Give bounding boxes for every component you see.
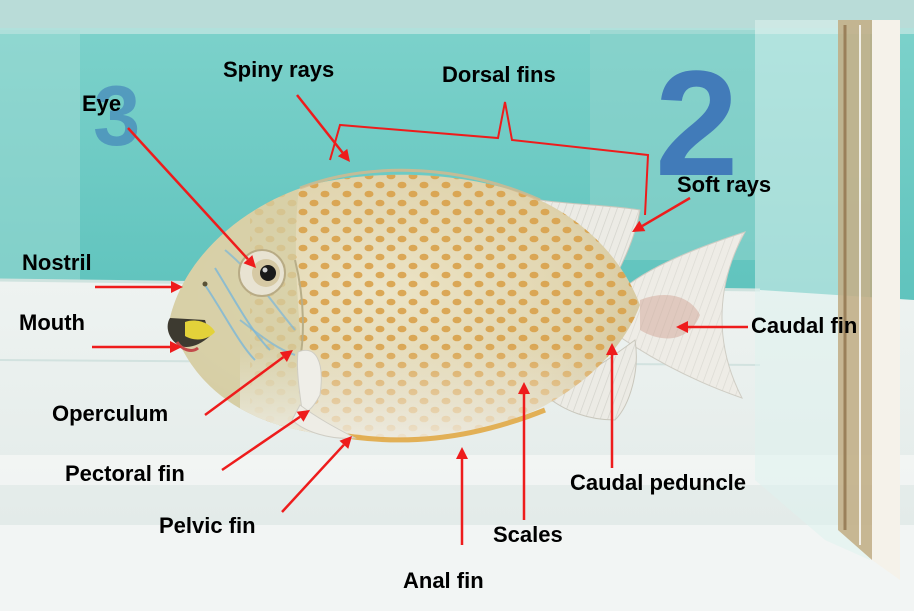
- label-soft-rays: Soft rays: [677, 174, 771, 196]
- label-pectoral-fin: Pectoral fin: [65, 463, 185, 485]
- label-mouth: Mouth: [19, 312, 85, 334]
- label-spiny-rays: Spiny rays: [223, 59, 334, 81]
- label-caudal-fin: Caudal fin: [751, 315, 857, 337]
- label-eye: Eye: [82, 93, 121, 115]
- label-caudal-peduncle: Caudal peduncle: [570, 472, 746, 494]
- label-operculum: Operculum: [52, 403, 168, 425]
- tank-number-3: 3: [93, 69, 140, 164]
- label-dorsal-fins: Dorsal fins: [442, 64, 556, 86]
- label-anal-fin: Anal fin: [403, 570, 484, 592]
- label-scales: Scales: [493, 524, 563, 546]
- label-nostril: Nostril: [22, 252, 92, 274]
- label-pelvic-fin: Pelvic fin: [159, 515, 256, 537]
